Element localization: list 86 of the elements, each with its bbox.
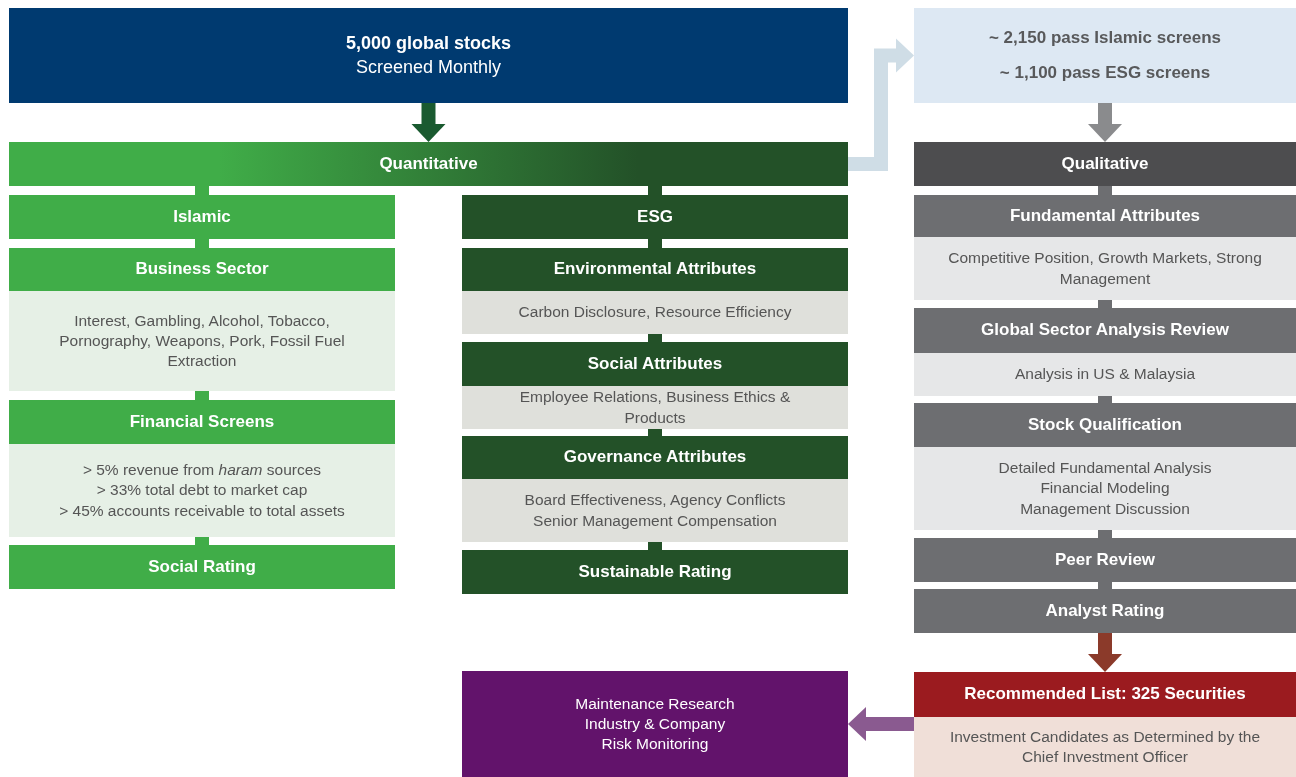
header-bar: [9, 248, 395, 291]
detail-panel: [914, 717, 1296, 777]
header-bar: [914, 8, 1296, 103]
header-bar: [914, 589, 1296, 633]
connector: [195, 391, 209, 400]
header-text: Global Sector Analysis Review: [981, 319, 1229, 342]
connector: [648, 429, 662, 436]
detail-text: Board Effectiveness, Agency Conflicts: [524, 490, 786, 511]
detail-panel: [462, 291, 848, 334]
connector: [1098, 582, 1112, 589]
header-bar: [914, 403, 1296, 447]
header-bar: [462, 550, 848, 594]
flow-arrow: [411, 103, 446, 142]
header-text: Stock Qualification: [1028, 413, 1182, 436]
flow-arrow: [848, 38, 914, 171]
detail-text: Employee Relations, Business Ethics & Products: [518, 387, 792, 428]
flow-arrow: [848, 707, 914, 741]
connector: [648, 334, 662, 342]
header-text: Financial Screens: [129, 410, 275, 433]
header-bar: [914, 308, 1296, 353]
heading-text: 5,000 global stocks: [345, 32, 512, 56]
header-text: Sustainable Rating: [578, 560, 732, 583]
detail-panel: [462, 671, 848, 777]
header-bar: [462, 195, 848, 239]
detail-panel: [914, 237, 1296, 300]
detail-text: > 45% accounts receivable to total assets: [59, 500, 345, 521]
header-text: ~ 2,150 pass Islamic screens: [988, 27, 1221, 50]
connector: [195, 537, 209, 545]
detail-text: Management Discussion: [1020, 498, 1190, 519]
connector: [648, 186, 662, 195]
detail-panel: [462, 386, 848, 429]
header-text: Environmental Attributes: [553, 258, 757, 281]
flow-arrow: [1088, 633, 1122, 672]
detail-panel: [462, 479, 848, 542]
detail-text: Financial Modeling: [1040, 478, 1170, 499]
header-text: Quantitative: [379, 152, 478, 175]
detail-text: Maintenance Research: [575, 693, 735, 714]
detail-text: Industry & Company: [584, 713, 726, 734]
detail-text: > 33% total debt to market cap: [96, 480, 308, 501]
header-bar: [914, 195, 1296, 237]
detail-text: Senior Management Compensation: [533, 510, 777, 531]
header-bar: [462, 248, 848, 291]
header-bar: [462, 436, 848, 479]
connector: [195, 186, 209, 195]
header-bar: [914, 538, 1296, 582]
connector: [648, 239, 662, 248]
connector: [1098, 300, 1112, 308]
detail-text: Investment Candidates as Determined by the Chief Investment Officer: [948, 726, 1262, 767]
header-text: Islamic: [173, 205, 231, 228]
connector: [195, 239, 209, 248]
detail-text: Competitive Position, Growth Markets, Strong Management: [948, 248, 1262, 289]
header-text: Social Rating: [148, 555, 256, 578]
header-text: Business Sector: [135, 258, 269, 281]
connector: [648, 542, 662, 550]
connector: [1098, 186, 1112, 195]
header-text: Qualitative: [1061, 152, 1149, 175]
detail-panel: [9, 444, 395, 537]
header-text: Peer Review: [1054, 548, 1156, 571]
header-bar: [462, 342, 848, 386]
header-text: Governance Attributes: [563, 446, 747, 469]
detail-panel: [914, 447, 1296, 530]
detail-text: Carbon Disclosure, Resource Efficiency: [518, 302, 792, 323]
connector: [1098, 396, 1112, 403]
detail-text: Risk Monitoring: [601, 734, 709, 755]
header-text: Social Attributes: [587, 352, 723, 375]
header-text: ESG: [637, 205, 673, 228]
header-text: Fundamental Attributes: [1009, 204, 1201, 227]
detail-text: Analysis in US & Malaysia: [1014, 364, 1195, 385]
header-bar: [9, 142, 848, 186]
header-text: Recommended List: 325 Securities: [964, 683, 1246, 706]
detail-text: Detailed Fundamental Analysis: [998, 458, 1212, 479]
header-bar: [9, 195, 395, 239]
detail-panel: [9, 291, 395, 391]
header-text: ~ 1,100 pass ESG screens: [999, 61, 1211, 84]
header-text: Analyst Rating: [1045, 599, 1165, 622]
detail-text: Interest, Gambling, Alcohol, Tobacco, Pornography, Weapons, Pork, Fossil Fuel Extraction: [58, 310, 346, 372]
subheading-text: Screened Monthly: [355, 55, 502, 79]
detail-text: > 5% revenue from haram sources: [82, 460, 322, 481]
title-banner: [9, 8, 848, 103]
detail-panel: [914, 353, 1296, 396]
header-bar: [914, 142, 1296, 186]
header-bar: [9, 545, 395, 589]
header-bar: [914, 672, 1296, 717]
flow-arrow: [1088, 103, 1122, 142]
connector: [1098, 530, 1112, 538]
header-bar: [9, 400, 395, 444]
